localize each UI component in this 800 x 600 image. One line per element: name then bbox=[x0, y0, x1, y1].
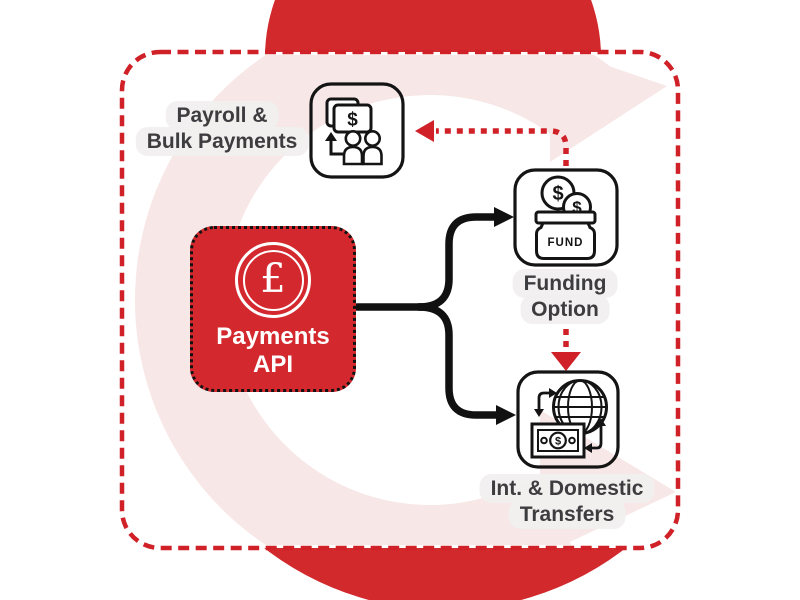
funding-box bbox=[513, 168, 619, 267]
watermark-chevron-top bbox=[550, 55, 667, 162]
arrowhead-funding bbox=[494, 207, 514, 227]
bulk-payments-icon: $ bbox=[325, 97, 383, 166]
coin-dollar-glyph: $ bbox=[572, 198, 582, 217]
funding-label: Funding Option bbox=[512, 269, 618, 324]
arrow-api-to-funding bbox=[415, 213, 501, 311]
jar-fund-label: FUND bbox=[548, 237, 584, 249]
canvas-dashed-border bbox=[119, 49, 681, 551]
funding-label-line2: Option bbox=[520, 295, 610, 324]
transfers-label: Int. & Domestic Transfers bbox=[479, 474, 655, 529]
payments-api-label-line1: Payments bbox=[216, 323, 330, 350]
card-dollar-glyph: $ bbox=[347, 110, 358, 131]
dotted-arrows-red bbox=[436, 128, 569, 357]
payments-api-label: Payments API bbox=[216, 323, 329, 379]
arrowhead-transfers bbox=[496, 405, 516, 425]
people-icon bbox=[342, 130, 383, 166]
payroll-label-line1: Payroll & bbox=[165, 101, 279, 130]
payroll-box bbox=[309, 82, 405, 179]
pound-symbol: £ bbox=[242, 249, 304, 311]
arrowhead-funding-down bbox=[551, 352, 581, 371]
arrowhead-payroll bbox=[415, 120, 434, 142]
global-transfers-icon: $ bbox=[530, 379, 608, 459]
flow-arrows-black bbox=[353, 213, 503, 419]
payroll-label-line2: Bulk Payments bbox=[135, 127, 309, 156]
payroll-node: $ bbox=[309, 82, 405, 179]
payments-api-label-line2: API bbox=[252, 351, 293, 378]
payroll-label: Payroll & Bulk Payments bbox=[135, 101, 309, 156]
coin-dollar-glyph: $ bbox=[552, 183, 563, 205]
fund-jar-icon: $ $ FUND bbox=[534, 175, 597, 260]
transfers-box bbox=[516, 370, 620, 469]
transfers-label-line2: Transfers bbox=[508, 500, 626, 529]
up-arrow-glyph bbox=[325, 132, 337, 141]
note-dollar-glyph: $ bbox=[555, 436, 561, 448]
transfers-label-line1: Int. & Domestic bbox=[479, 474, 655, 503]
exchange-arrows-icon bbox=[537, 391, 603, 450]
funding-label-line1: Funding bbox=[512, 269, 618, 298]
pound-coin-icon: £ bbox=[235, 242, 311, 318]
payments-api-node: £ Payments API bbox=[190, 226, 356, 392]
transfers-node: $ bbox=[516, 370, 620, 469]
funding-node: $ $ FUND bbox=[513, 168, 619, 267]
arrow-api-to-transfers bbox=[415, 303, 503, 419]
